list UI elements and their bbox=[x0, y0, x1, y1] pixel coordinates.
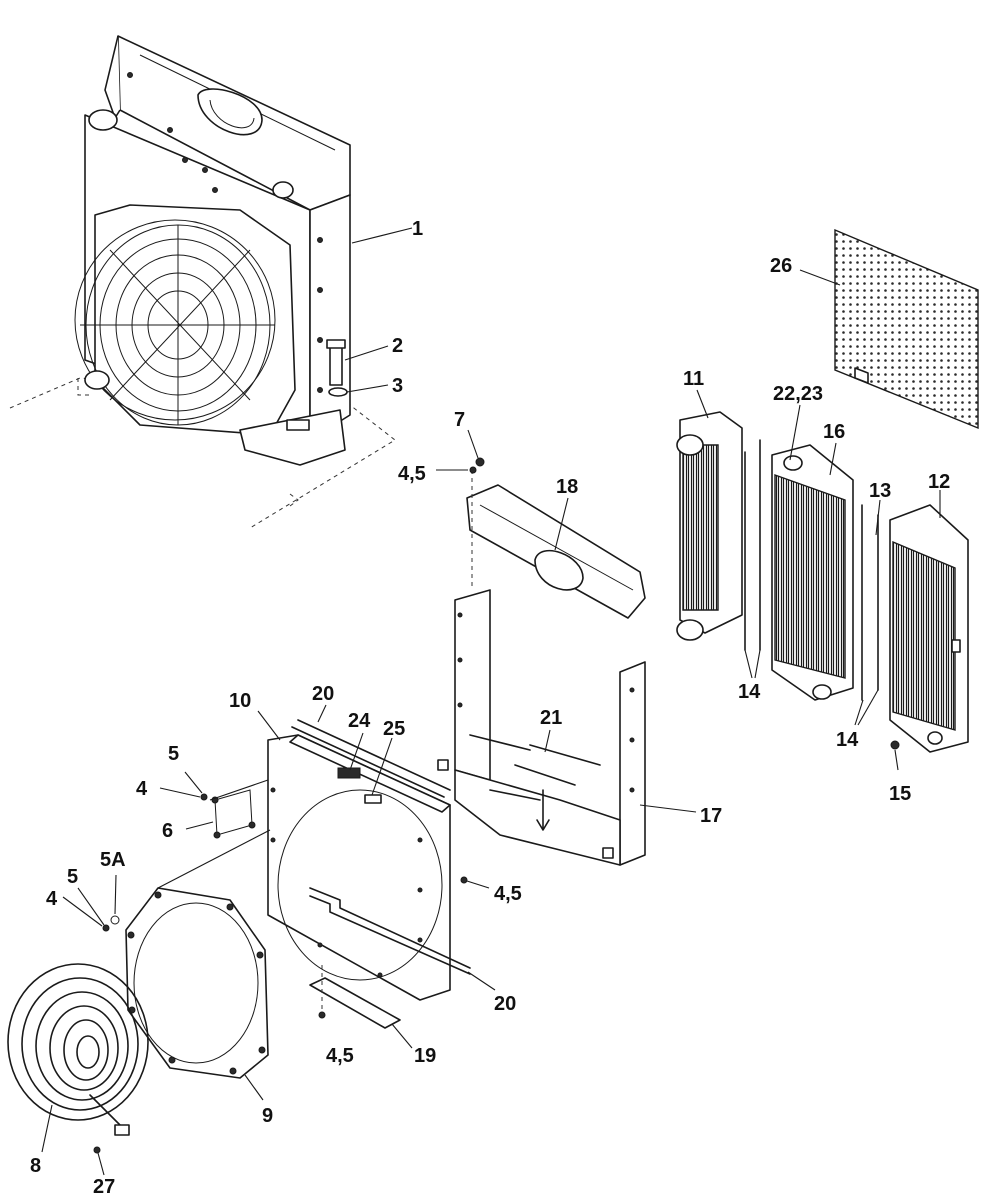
oil-cooler bbox=[889, 504, 969, 753]
callout-12: 12 bbox=[928, 471, 950, 493]
callout-14-right: 14 bbox=[836, 729, 859, 751]
fan-guard bbox=[7, 963, 149, 1136]
callout-26: 26 bbox=[770, 255, 792, 277]
radiator-core bbox=[771, 444, 854, 701]
callout-3: 3 bbox=[392, 375, 403, 397]
callout-8: 8 bbox=[30, 1155, 41, 1177]
callout-4-5-bottom: 4,5 bbox=[326, 1045, 354, 1067]
callout-4-5-top: 4,5 bbox=[398, 463, 426, 485]
callout-20-low: 20 bbox=[494, 993, 516, 1015]
callout-11: 11 bbox=[683, 368, 704, 390]
callout-5-top: 5 bbox=[168, 743, 179, 765]
callout-16: 16 bbox=[823, 421, 845, 443]
callout-15: 15 bbox=[889, 783, 911, 805]
callout-1: 1 bbox=[412, 218, 423, 240]
callout-5A: 5A bbox=[100, 849, 126, 871]
callout-6: 6 bbox=[162, 820, 173, 842]
callout-7: 7 bbox=[454, 409, 465, 431]
callout-13: 13 bbox=[869, 480, 891, 502]
shroud-and-frame bbox=[437, 457, 646, 866]
callout-21: 21 bbox=[540, 707, 562, 729]
charge-air-cooler bbox=[676, 411, 761, 651]
seal-strips bbox=[861, 504, 879, 701]
leader-lines bbox=[41, 227, 941, 1176]
callout-24: 24 bbox=[348, 710, 371, 732]
radiator-assembly bbox=[9, 35, 396, 529]
callout-25: 25 bbox=[383, 718, 405, 740]
callout-19: 19 bbox=[414, 1045, 436, 1067]
callout-14-left: 14 bbox=[738, 681, 761, 703]
fasteners bbox=[93, 793, 468, 1154]
callout-4-top: 4 bbox=[136, 778, 148, 800]
callout-10: 10 bbox=[229, 690, 251, 712]
callout-20-top: 20 bbox=[312, 683, 334, 705]
callout-18: 18 bbox=[556, 476, 578, 498]
callout-17: 17 bbox=[700, 805, 722, 827]
fan-ring bbox=[125, 887, 269, 1079]
callout-2: 2 bbox=[392, 335, 403, 357]
callout-9: 9 bbox=[262, 1105, 273, 1127]
callout-4-low: 4 bbox=[46, 888, 58, 910]
callout-27: 27 bbox=[93, 1176, 115, 1198]
mesh-screen bbox=[834, 228, 979, 430]
callout-5-low: 5 bbox=[67, 866, 78, 888]
callout-labels: 1 2 3 4,5 7 26 11 22,23 16 13 12 18 14 1… bbox=[30, 218, 950, 1198]
callout-22-23: 22,23 bbox=[773, 383, 823, 405]
bottom-plate bbox=[309, 965, 401, 1029]
callout-4-5-right: 4,5 bbox=[494, 883, 522, 905]
adapter-plate bbox=[267, 719, 471, 1001]
